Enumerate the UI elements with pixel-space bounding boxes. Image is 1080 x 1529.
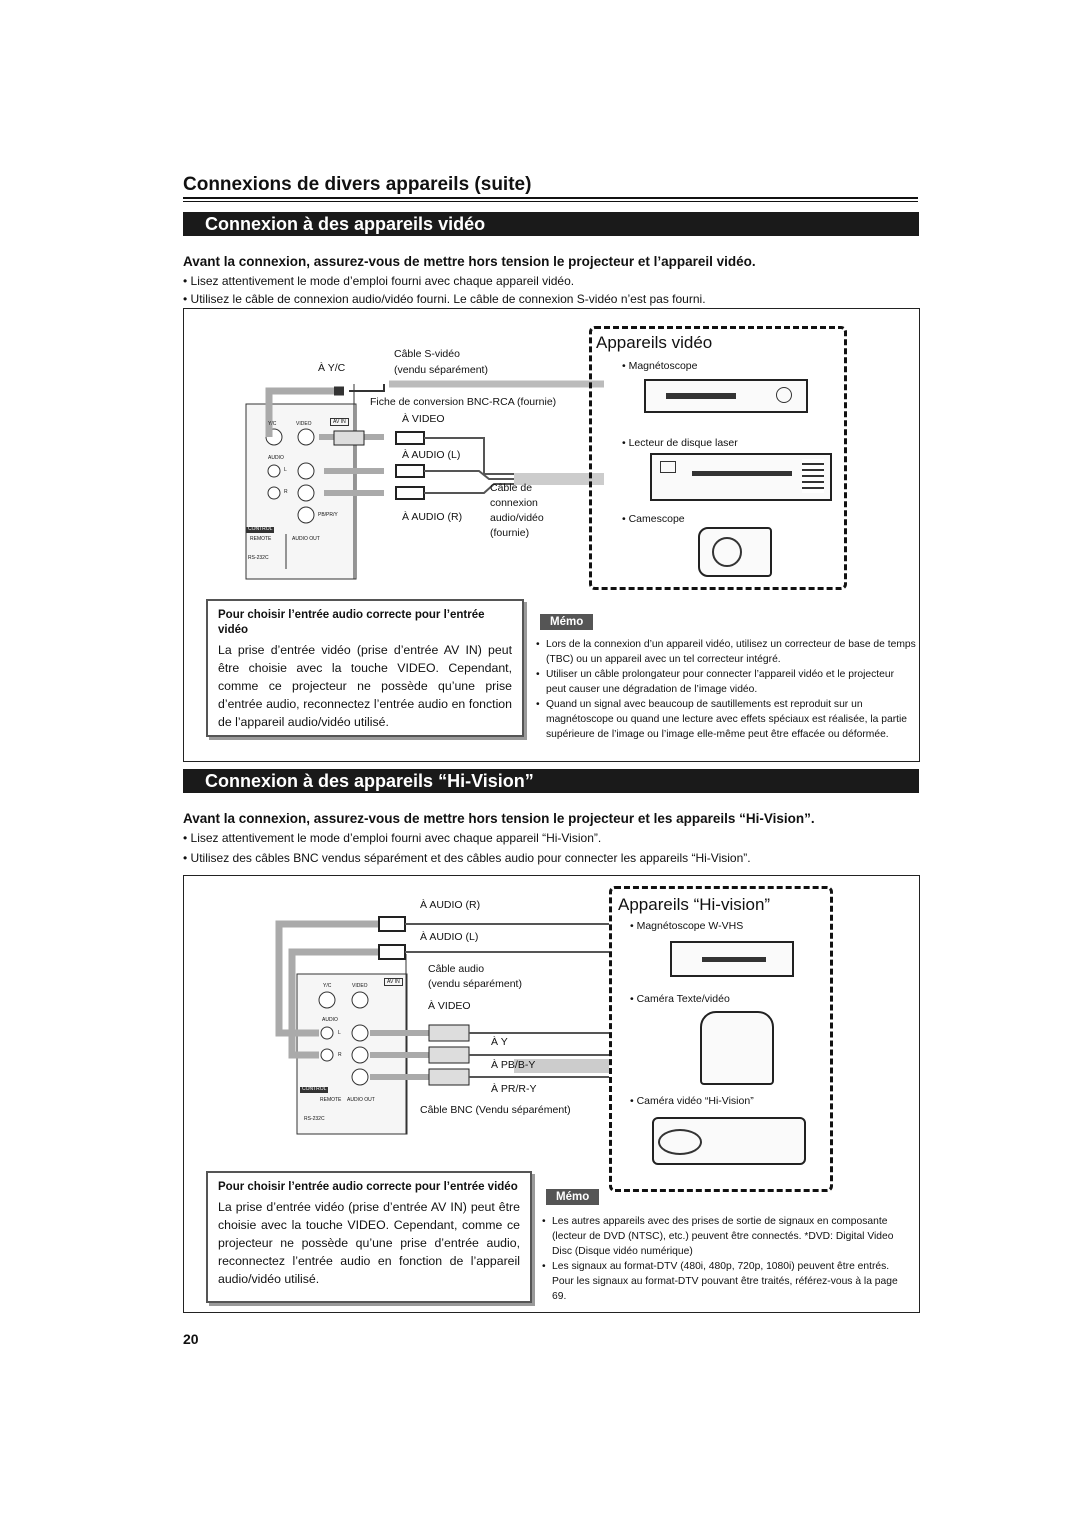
memo-item: Quand un signal avec beaucoup de sautill…	[536, 697, 916, 742]
panel2-label-control: CONTROL	[302, 1086, 327, 1092]
bullet-hivision-1: • Lisez attentivement le mode d’emploi f…	[183, 831, 602, 845]
devices-title-video: Appareils vidéo	[592, 333, 717, 353]
devices-title-hivision: Appareils “Hi-vision”	[614, 895, 775, 915]
note-heading-video: Pour choisir l’entrée audio correcte pou…	[218, 609, 485, 636]
panel-label-l: L	[284, 467, 287, 473]
note-box-hivision: Pour choisir l’entrée audio correcte pou…	[206, 1171, 532, 1303]
panel-label-rs232c: RS-232C	[248, 555, 269, 561]
panel-label-av-in: AV IN	[330, 418, 349, 426]
camcorder-illustration	[698, 527, 772, 577]
diag1-label-yc: À Y/C	[318, 362, 346, 374]
diag2-to-pr: À PR/R-Y	[491, 1083, 537, 1095]
memo-item: Lors de la connexion d’un appareil vidéo…	[536, 637, 916, 667]
panel-label-pbpry: PB/PR/Y	[318, 512, 338, 518]
diag1-av-cable-3: audio/vidéo	[490, 512, 544, 524]
note-body-hivision: La prise d’entrée vidéo (prise d’entrée …	[218, 1200, 520, 1286]
section-header: Connexions de divers appareils (suite)	[183, 174, 532, 195]
panel2-label-yc: Y/C	[323, 983, 332, 989]
device-camcorder-label: • Camescope	[622, 513, 685, 525]
memo-list-video: Lors de la connexion d’un appareil vidéo…	[536, 637, 916, 742]
panel2-label-remote: REMOTE	[320, 1097, 342, 1103]
diag1-to-video: À VIDEO	[402, 413, 445, 425]
section-bar-hivision: Connexion à des appareils “Hi-Vision”	[183, 769, 919, 793]
memo-item: Les autres appareils avec des prises de …	[542, 1214, 907, 1259]
wvhs-illustration	[670, 941, 794, 977]
note-heading-hivision: Pour choisir l’entrée audio correcte pou…	[218, 1181, 518, 1193]
bullet-video-1: • Lisez attentivement le mode d’emploi f…	[183, 274, 575, 288]
diag1-bnc-plug: Fiche de conversion BNC-RCA (fournie)	[370, 396, 557, 408]
device-vcr-label: • Magnétoscope	[622, 360, 698, 372]
diag2-to-video: À VIDEO	[428, 1000, 471, 1012]
panel2-label-audio: AUDIO	[322, 1017, 338, 1023]
diag2-to-pb: À PB/B-Y	[491, 1059, 536, 1071]
note-box-video: Pour choisir l’entrée audio correcte pou…	[206, 599, 524, 737]
bullet-hivision-2: • Utilisez des câbles BNC vendus séparém…	[183, 851, 751, 865]
panel-label-remote: REMOTE	[250, 536, 272, 542]
devices-box-video: Appareils vidéo • Magnétoscope • Lecteur…	[589, 326, 847, 590]
memo-list-hivision: Les autres appareils avec des prises de …	[542, 1214, 907, 1304]
diag2-to-audio-r: À AUDIO (R)	[420, 899, 481, 911]
note-body-video: La prise d’entrée vidéo (prise d’entrée …	[218, 643, 512, 729]
device-hivision-camera-label: • Caméra vidéo “Hi-Vision”	[630, 1095, 754, 1107]
panel2-label-rs232c: RS-232C	[304, 1116, 325, 1122]
device-wvhs-label: • Magnétoscope W-VHS	[630, 920, 744, 932]
diagram-box-hivision: À AUDIO (R) À AUDIO (L) Câble audio (ven…	[183, 875, 920, 1313]
page-number: 20	[183, 1331, 199, 1347]
diag2-sold-separately: (vendu séparément)	[428, 978, 522, 990]
diag1-av-cable-2: connexion	[490, 497, 538, 509]
panel-label-video: VIDEO	[296, 421, 312, 427]
text-camera-illustration	[700, 1011, 774, 1085]
diagram-box-video: Câble S-vidéo À Y/C (vendu séparément) F…	[183, 308, 920, 762]
panel-label-r: R	[284, 489, 288, 495]
devices-box-hivision: Appareils “Hi-vision” • Magnétoscope W-V…	[609, 886, 833, 1192]
diag1-av-cable-1: Câble de	[490, 482, 533, 494]
diag1-cable-svideo: Câble S-vidéo	[394, 348, 460, 360]
memo-tag-video: Mémo	[540, 614, 594, 630]
panel-label-audio: AUDIO	[268, 455, 284, 461]
memo-tag-hivision: Mémo	[546, 1189, 600, 1205]
diag1-av-cable-4: (fournie)	[490, 527, 530, 539]
diag1-to-audio-l: À AUDIO (L)	[402, 449, 461, 461]
connection-diagram-hivision	[275, 916, 609, 1135]
memo-item: Les signaux au format-DTV (480i, 480p, 7…	[542, 1259, 907, 1304]
panel2-label-l: L	[338, 1030, 341, 1036]
panel2-label-video: VIDEO	[352, 983, 368, 989]
warning-video: Avant la connexion, assurez-vous de mett…	[183, 254, 756, 269]
bullet-video-2: • Utilisez le câble de connexion audio/v…	[183, 292, 706, 306]
panel-label-control: CONTROL	[248, 526, 273, 532]
panel2-label-audio-out: AUDIO OUT	[347, 1097, 375, 1103]
header-rule	[183, 197, 918, 202]
warning-hivision: Avant la connexion, assurez-vous de mett…	[183, 811, 815, 826]
section-bar-video: Connexion à des appareils vidéo	[183, 212, 919, 236]
laserdisc-illustration	[650, 453, 832, 501]
panel-label-yc: Y/C	[268, 421, 277, 427]
diag2-to-audio-l: À AUDIO (L)	[420, 931, 479, 943]
diag2-bnc-cable: Câble BNC (Vendu séparément)	[420, 1104, 571, 1116]
panel2-label-av-in: AV IN	[384, 978, 403, 986]
panel2-label-r: R	[338, 1052, 342, 1058]
hivision-camera-illustration	[652, 1117, 806, 1165]
memo-item: Utiliser un câble prolongateur pour conn…	[536, 667, 916, 697]
panel-label-audio-out: AUDIO OUT	[292, 536, 320, 542]
diag2-audio-cable: Câble audio	[428, 963, 485, 975]
diag1-to-audio-r: À AUDIO (R)	[402, 511, 463, 523]
device-text-camera-label: • Caméra Texte/vidéo	[630, 993, 730, 1005]
diag2-to-y: À Y	[491, 1036, 508, 1048]
diag1-sold-separately: (vendu séparément)	[394, 364, 488, 376]
vcr-illustration	[644, 379, 808, 413]
device-laserdisc-label: • Lecteur de disque laser	[622, 437, 738, 449]
